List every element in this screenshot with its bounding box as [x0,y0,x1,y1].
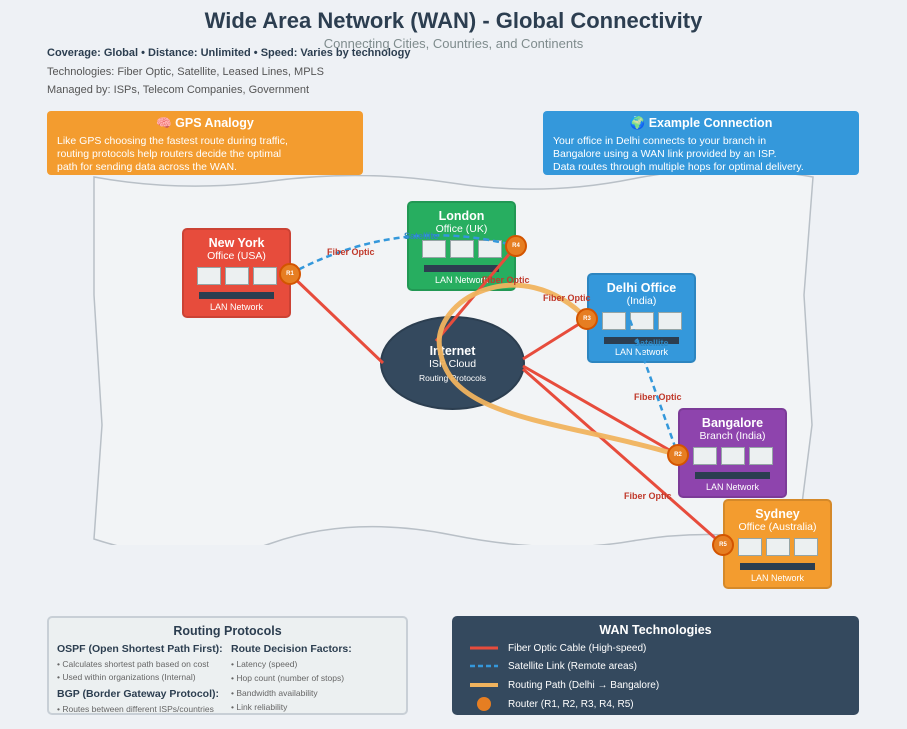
fiber-label-sydney: Fiber Optic [624,491,672,501]
pc-icon [793,538,818,556]
routing-protocols-panel: Routing Protocols OSPF (Open Shortest Pa… [47,616,408,715]
office-sydney[interactable]: Sydney Office (Australia) LAN Network [723,499,832,589]
router-r5-icon[interactable]: R5 [712,534,734,556]
legend-title: WAN Technologies [599,623,712,637]
fiber-link-newyork [288,272,385,365]
office-name: Delhi Office [606,281,677,295]
lan-label: LAN Network [750,573,804,583]
ospf-item-1: • Calculates shortest path based on cost [57,659,209,669]
switch-icon [603,337,680,344]
router-r1-icon[interactable]: R1 [279,263,301,285]
wan-technologies-legend: WAN Technologies Fiber Optic Cable (High… [452,616,859,715]
legend-item-fiber: Fiber Optic Cable (High-speed) [508,643,647,654]
pc-group [589,312,694,330]
fiber-label-delhi: Fiber Optic [543,293,591,303]
office-sub: Office (USA) [207,250,266,262]
lan-label: LAN Network [209,302,263,312]
satellite-label-london: Satellite [404,231,439,241]
pc-group [184,267,289,285]
pc-icon [720,447,745,465]
legend-swatches [470,646,498,711]
pc-icon [449,240,474,258]
office-sub: (India) [626,295,657,307]
office-name: London [438,209,485,223]
factor-item-1: • Latency (speed) [231,659,298,669]
pc-icon [601,312,626,330]
fiber-label-bangalore: Fiber Optic [634,392,682,402]
office-london[interactable]: London Office (UK) LAN Network [407,201,516,291]
page-title: Wide Area Network (WAN) - Global Connect… [204,8,703,33]
ospf-item-2: • Used within organizations (Internal) [57,672,196,682]
switch-icon [739,563,816,570]
pc-group [409,240,514,258]
ospf-title: OSPF (Open Shortest Path First): [57,643,223,655]
office-sub: Office (UK) [435,223,488,235]
office-name: Sydney [755,507,800,521]
pc-icon [748,447,773,465]
example-line-1: Your office in Delhi connects to your br… [553,135,767,147]
factor-item-3: • Bandwidth availability [231,688,318,698]
router-swatch-icon [477,697,491,711]
example-line-3: Data routes through multiple hops for op… [553,161,804,173]
technologies-line: Technologies: Fiber Optic, Satellite, Le… [47,66,324,78]
gps-analogy-line-3: path for sending data across the WAN. [57,161,237,173]
satellite-link-delhi-bangalore [628,319,680,456]
gps-analogy-line-1: Like GPS choosing the fastest route duri… [57,135,288,147]
pc-icon [765,538,790,556]
legend-item-routing: Routing Path (Delhi → Bangalore) [508,680,660,691]
fiber-label-newyork: Fiber Optic [327,247,375,257]
office-sub: Branch (India) [699,430,766,442]
fiber-link-delhi [522,317,588,361]
example-line-2: Bangalore using a WAN link provided by a… [553,148,777,160]
spec-line: Coverage: Global • Distance: Unlimited •… [47,47,411,59]
pc-icon [692,447,717,465]
office-sub: Office (Australia) [738,521,817,533]
fiber-label-london: Fiber Optic [482,275,530,285]
pc-icon [657,312,682,330]
office-new-york[interactable]: New York Office (USA) LAN Network [182,228,291,318]
gps-analogy-title: 🧠 GPS Analogy [156,116,254,130]
legend-item-satellite: Satellite Link (Remote areas) [508,661,637,672]
factor-item-4: • Link reliability [231,702,288,712]
pc-icon [737,538,762,556]
lan-label: LAN Network [705,482,759,492]
pc-icon [196,267,221,285]
satellite-label-delhi: Satellite [634,338,669,348]
lan-label: LAN Network [434,275,488,285]
page-subtitle: Connecting Cities, Countries, and Contin… [323,36,584,51]
routing-path-delhi-bangalore [436,282,681,458]
factors-title: Route Decision Factors: [231,643,352,655]
pc-group [680,447,785,465]
pc-icon [224,267,249,285]
router-r4-icon[interactable]: R4 [505,235,527,257]
office-bangalore[interactable]: Bangalore Branch (India) LAN Network [678,408,787,498]
pc-icon [477,240,502,258]
fiber-link-sydney [522,367,724,547]
example-connection-title: 🌍 Example Connection [629,116,773,130]
office-name: Bangalore [701,416,764,430]
router-r3-icon[interactable]: R3 [576,308,598,330]
bgp-item-1: • Routes between different ISPs/countrie… [57,704,214,714]
router-r2-icon[interactable]: R2 [667,444,689,466]
legend-item-router: Router (R1, R2, R3, R4, R5) [508,699,634,710]
switch-icon [198,292,275,299]
managed-by-line: Managed by: ISPs, Telecom Companies, Gov… [47,84,310,96]
pc-icon [252,267,277,285]
factor-item-2: • Hop count (number of stops) [231,673,345,683]
gps-analogy-line-2: routing protocols help routers decide th… [57,148,282,160]
satellite-link-newyork-london [289,234,517,276]
gps-analogy-callout: 🧠 GPS Analogy Like GPS choosing the fast… [47,111,363,175]
routing-panel-title: Routing Protocols [173,624,282,638]
switch-icon [423,265,500,272]
pc-icon [421,240,446,258]
pc-group [725,538,830,556]
bgp-title: BGP (Border Gateway Protocol): [57,688,220,700]
example-connection-callout: 🌍 Example Connection Your office in Delh… [543,111,859,175]
office-name: New York [208,236,265,250]
fiber-link-bangalore [522,364,679,457]
switch-icon [694,472,771,479]
